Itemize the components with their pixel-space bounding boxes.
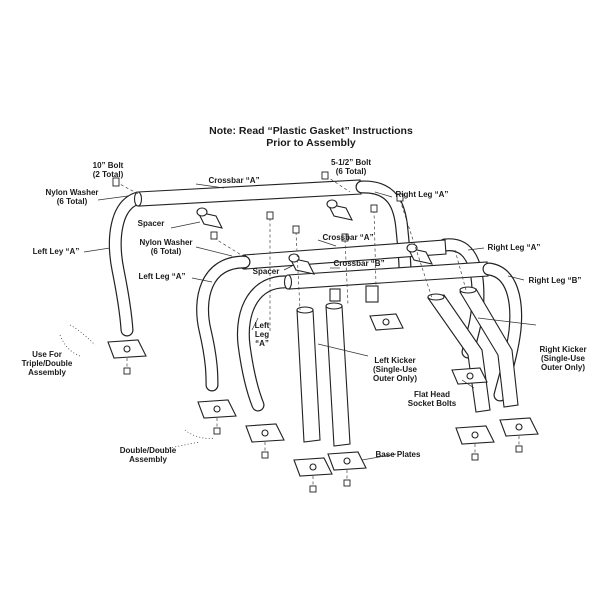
label-10-bolt-count: (2 Total) <box>93 170 124 179</box>
base-plate-2 <box>197 399 237 435</box>
base-plate-4 <box>293 457 333 493</box>
bolt-guide-lines <box>213 199 467 332</box>
bolt-heads <box>210 193 404 242</box>
label-left-leg-a-low-3: “A” <box>255 339 269 348</box>
label-crossbar-a-mid: Crossbar “A” <box>322 233 373 242</box>
base-plate-8 <box>451 367 488 385</box>
spacer-back-left <box>196 207 224 229</box>
label-double-double-1: Double/Double <box>120 446 177 455</box>
center-stubs <box>329 285 379 303</box>
labels: 10” Bolt (2 Total) Nylon Washer (6 Total… <box>22 158 587 464</box>
leader-lines <box>83 183 537 461</box>
label-double-double-2: Assembly <box>129 455 167 464</box>
label-left-leg-a-low-1: Left <box>255 321 270 330</box>
label-right-leg-a-top: Right Leg “A” <box>396 190 449 199</box>
label-right-kicker-3: Outer Only) <box>541 363 585 372</box>
label-left-ley-a: Left Ley “A” <box>33 247 80 256</box>
spacer-middle-right <box>406 243 434 265</box>
label-right-kicker-1: Right Kicker <box>539 345 586 354</box>
label-spacer-top: Spacer <box>138 219 165 228</box>
bolt-512-top <box>321 171 351 193</box>
label-flat-head-1: Flat Head <box>414 390 450 399</box>
title-line-1: Note: Read “Plastic Gasket” Instructions <box>209 125 413 137</box>
left-leg-a-front <box>236 275 295 412</box>
label-left-kicker-2: (Single-Use <box>373 365 418 374</box>
label-right-leg-a-mid: Right Leg “A” <box>488 243 541 252</box>
spacer-back-right <box>326 199 354 221</box>
base-plate-6 <box>455 425 495 461</box>
label-crossbar-a-top: Crossbar “A” <box>208 176 259 185</box>
grouping-dotted-lines <box>59 324 216 453</box>
base-plate-triple <box>107 339 147 375</box>
label-use-for-2: Triple/Double <box>22 359 73 368</box>
label-flat-head-2: Socket Bolts <box>408 399 457 408</box>
label-use-for-3: Assembly <box>28 368 66 377</box>
label-crossbar-b: Crossbar “B” <box>333 259 384 268</box>
base-plate-3 <box>245 423 285 459</box>
spacer-middle-left <box>288 253 316 275</box>
base-plate-7 <box>499 417 539 453</box>
label-right-leg-b: Right Leg “B” <box>529 276 582 285</box>
label-nylon-washer-top-count: (6 Total) <box>57 197 88 206</box>
label-left-leg-a-low-2: Leg <box>255 330 269 339</box>
base-plate-5 <box>327 451 367 487</box>
label-use-for-1: Use For <box>32 350 62 359</box>
label-5-half-bolt-count: (6 Total) <box>336 167 367 176</box>
right-leg-a-back <box>355 180 412 277</box>
label-right-kicker-2: (Single-Use <box>541 354 586 363</box>
crossbar-b <box>283 261 489 290</box>
label-10-bolt: 10” Bolt <box>93 161 124 170</box>
label-left-kicker-3: Outer Only) <box>373 374 417 383</box>
label-left-leg-a-mid: Left Leg “A” <box>138 272 185 281</box>
label-nylon-washer-top: Nylon Washer <box>45 188 98 197</box>
label-left-kicker-1: Left Kicker <box>374 356 415 365</box>
label-nylon-washer-mid-count: (6 Total) <box>151 247 182 256</box>
label-spacer-mid: Spacer <box>253 267 280 276</box>
title-line-2: Prior to Assembly <box>266 137 356 149</box>
left-kicker <box>296 302 351 447</box>
left-leg-a-back <box>108 191 145 337</box>
bolt-10-top <box>112 177 143 197</box>
label-base-plates: Base Plates <box>376 450 421 459</box>
label-nylon-washer-mid: Nylon Washer <box>139 238 192 247</box>
label-5-half-bolt: 5-1/2” Bolt <box>331 158 371 167</box>
left-leg-a-middle <box>196 255 251 392</box>
base-plate-9 <box>369 313 404 331</box>
crossbar-a-back <box>133 179 362 207</box>
